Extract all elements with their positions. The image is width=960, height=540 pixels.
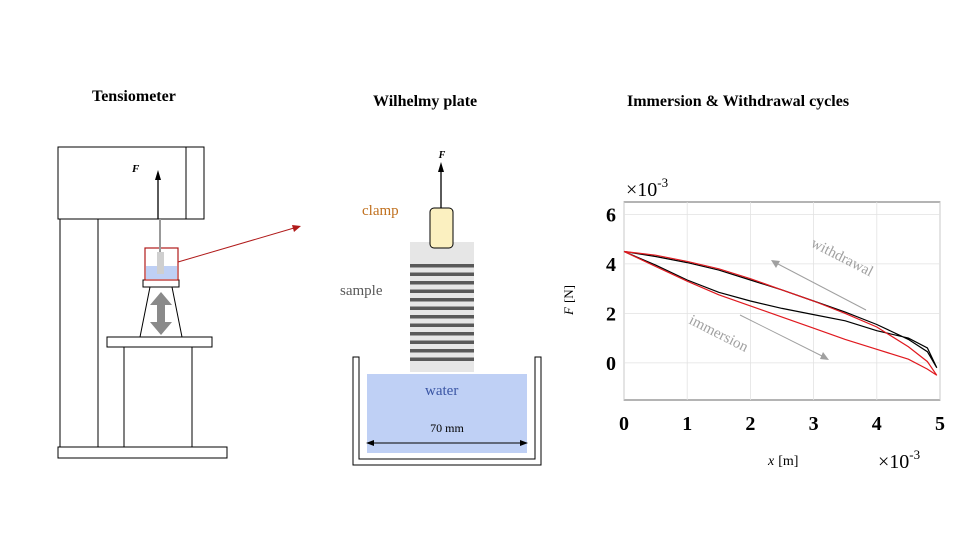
zoom-leader-line (177, 227, 295, 263)
zoom-leader-arrowhead (292, 225, 301, 232)
up-down-arrow-icon (150, 292, 172, 335)
series-line-black (623, 250, 938, 369)
sample-label: sample (340, 283, 383, 299)
y-tick-label: 2 (606, 303, 616, 325)
width-arrow-left (366, 440, 374, 446)
sample-stripe (410, 289, 474, 293)
sample-stripe (410, 306, 474, 310)
sample-stripe (410, 264, 474, 268)
series-line-red (623, 250, 938, 376)
sample-stripe (410, 340, 474, 344)
x-tick-label: 1 (682, 413, 692, 435)
sample-stripe (410, 332, 474, 336)
y-tick-label: 0 (606, 353, 616, 375)
sample-stripes (410, 264, 474, 361)
water-container (352, 356, 542, 466)
x-tick-label: 2 (745, 413, 755, 435)
width-label: 70 mm (430, 421, 464, 435)
sample-stripe (410, 315, 474, 319)
clamp-label: clamp (362, 203, 399, 219)
sample-stripe (410, 281, 474, 285)
sample-stripe (410, 298, 474, 302)
cycles-title: Immersion & Withdrawal cycles (627, 93, 850, 110)
plate-force-label: F (438, 150, 446, 161)
lift-stage-top (142, 279, 180, 288)
tensiometer-diagram (57, 146, 301, 459)
x-axis-multiplier: ×10-3 (878, 447, 920, 473)
tensiometer-force-label: F (131, 163, 140, 175)
tensiometer-base (57, 446, 228, 459)
immersion-arrowhead (820, 352, 829, 360)
y-axis-label: F[N] (561, 285, 576, 316)
width-arrow-right (520, 440, 528, 446)
immersion-arrow (739, 314, 823, 357)
sample-stripe (410, 349, 474, 353)
x-axis-label: x[m] (767, 454, 798, 469)
water-label: water (425, 383, 458, 399)
sample-stripe (410, 357, 474, 361)
x-tick-label: 3 (809, 413, 819, 435)
y-axis-multiplier: ×10-3 (626, 175, 668, 201)
plot-area (623, 201, 941, 401)
wilhelmy-plate-title: Wilhelmy plate (373, 93, 478, 110)
withdrawal-arrow (777, 263, 867, 311)
x-tick-label: 4 (872, 413, 882, 435)
tensiometer-left-column (59, 218, 99, 448)
x-tick-label: 5 (935, 413, 945, 435)
withdrawal-arrowhead (771, 260, 780, 268)
wilhelmy-plate-diagram (352, 162, 542, 466)
plate-force-arrowhead (438, 162, 444, 172)
tensiometer-title: Tensiometer (92, 88, 176, 105)
series-group (623, 250, 938, 376)
clamp (429, 207, 454, 249)
tensiometer-sample (157, 252, 164, 274)
y-tick-label: 6 (606, 204, 616, 226)
tensiometer-force-arrowhead (155, 170, 161, 180)
water-bath (367, 374, 527, 453)
y-tick-label: 4 (606, 254, 616, 276)
tensiometer-table (106, 336, 213, 348)
tick-labels: 0 1 2 3 4 5 0 2 4 6 (606, 204, 945, 435)
sample-stripe (410, 323, 474, 327)
x-tick-label: 0 (619, 413, 629, 435)
sample-stripe (410, 272, 474, 276)
grid-lines (623, 202, 941, 400)
tensiometer-head (57, 146, 205, 220)
